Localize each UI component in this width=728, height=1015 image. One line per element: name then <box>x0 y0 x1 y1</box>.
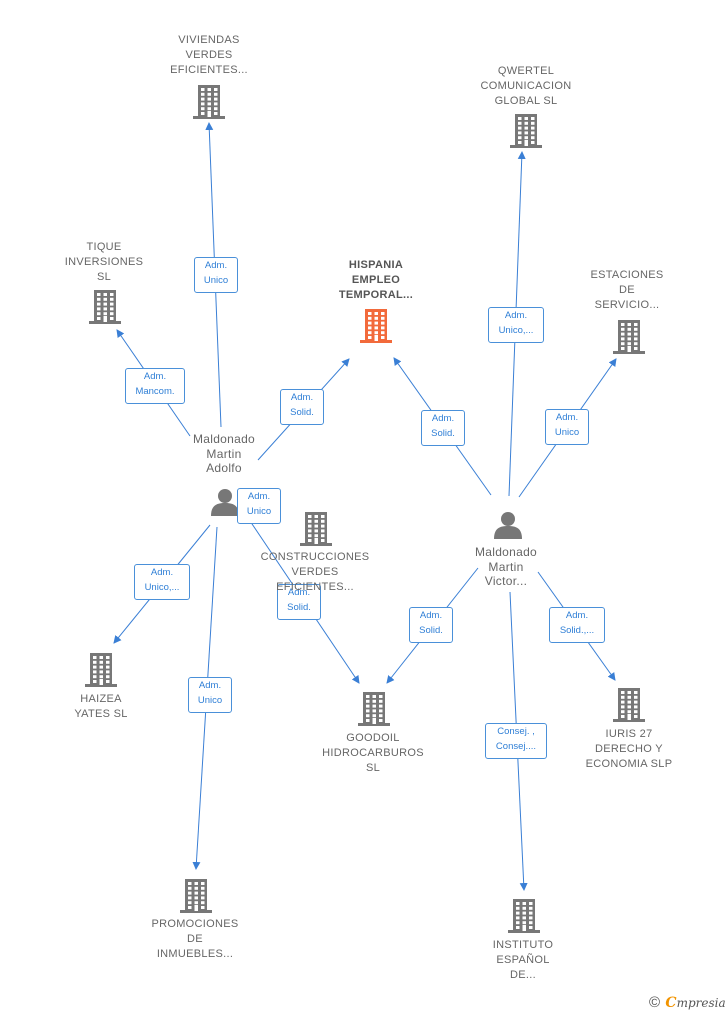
edge-role-label[interactable]: Adm. Solid. <box>421 410 465 446</box>
edge-role-label[interactable]: Adm. Solid. <box>277 584 321 620</box>
edge-role-label[interactable]: Adm. Unico <box>188 677 232 713</box>
building-icon[interactable] <box>85 653 117 687</box>
node-label-iuris[interactable]: IURIS 27 DERECHO Y ECONOMIA SLP <box>585 728 673 770</box>
node-label-construcciones[interactable]: CONSTRUCCIONES VERDES EFICIENTES... <box>260 551 370 593</box>
edge-role-label[interactable]: Consej. , Consej.... <box>485 723 547 759</box>
building-icon[interactable] <box>613 320 645 354</box>
edge-role-label[interactable]: Adm. Solid.,... <box>549 607 605 643</box>
node-label-haizea[interactable]: HAIZEA YATES SL <box>74 693 128 720</box>
edge-role-label[interactable]: Adm. Unico,... <box>488 307 544 343</box>
node-label-qwertel[interactable]: QWERTEL COMUNICACION GLOBAL SL <box>480 65 572 107</box>
node-label-victor[interactable]: Maldonado Martin Victor... <box>474 545 538 588</box>
building-icon[interactable] <box>180 879 212 913</box>
edge-role-label[interactable]: Adm. Unico <box>237 488 281 524</box>
node-label-hispania[interactable]: HISPANIA EMPLEO TEMPORAL... <box>338 259 414 301</box>
edge-role-label[interactable]: Adm. Unico <box>545 409 589 445</box>
node-label-viviendas[interactable]: VIVIENDAS VERDES EFICIENTES... <box>170 34 248 76</box>
brand-name: mpresia <box>676 996 726 1010</box>
person-icon[interactable] <box>494 512 522 539</box>
building-icon[interactable] <box>193 85 225 119</box>
building-icon[interactable] <box>358 692 390 726</box>
building-icon[interactable] <box>360 309 392 343</box>
edge-role-label[interactable]: Adm. Mancom. <box>125 368 185 404</box>
brand-footer[interactable]: © Cmpresia <box>649 994 726 1011</box>
building-icon[interactable] <box>89 290 121 324</box>
edge-role-label[interactable]: Adm. Unico,... <box>134 564 190 600</box>
edge-role-label[interactable]: Adm. Unico <box>194 257 238 293</box>
brand-initial: C <box>665 995 677 1011</box>
building-icon[interactable] <box>300 512 332 546</box>
node-label-instituto[interactable]: INSTITUTO ESPAÑOL DE... <box>492 939 554 981</box>
edge-role-label[interactable]: Adm. Solid. <box>409 607 453 643</box>
building-icon[interactable] <box>508 899 540 933</box>
copyright-symbol: © <box>649 994 661 1011</box>
node-label-adolfo[interactable]: Maldonado Martin Adolfo <box>192 432 256 475</box>
node-label-promociones[interactable]: PROMOCIONES DE INMUEBLES... <box>151 918 239 960</box>
building-icon[interactable] <box>613 688 645 722</box>
person-icon[interactable] <box>211 489 239 516</box>
node-label-tique[interactable]: TIQUE INVERSIONES SL <box>64 241 144 283</box>
building-icon[interactable] <box>510 114 542 148</box>
edge-role-label[interactable]: Adm. Solid. <box>280 389 324 425</box>
node-label-goodoil[interactable]: GOODOIL HIDROCARBUROS SL <box>322 732 424 774</box>
node-label-estaciones[interactable]: ESTACIONES DE SERVICIO... <box>590 269 664 311</box>
